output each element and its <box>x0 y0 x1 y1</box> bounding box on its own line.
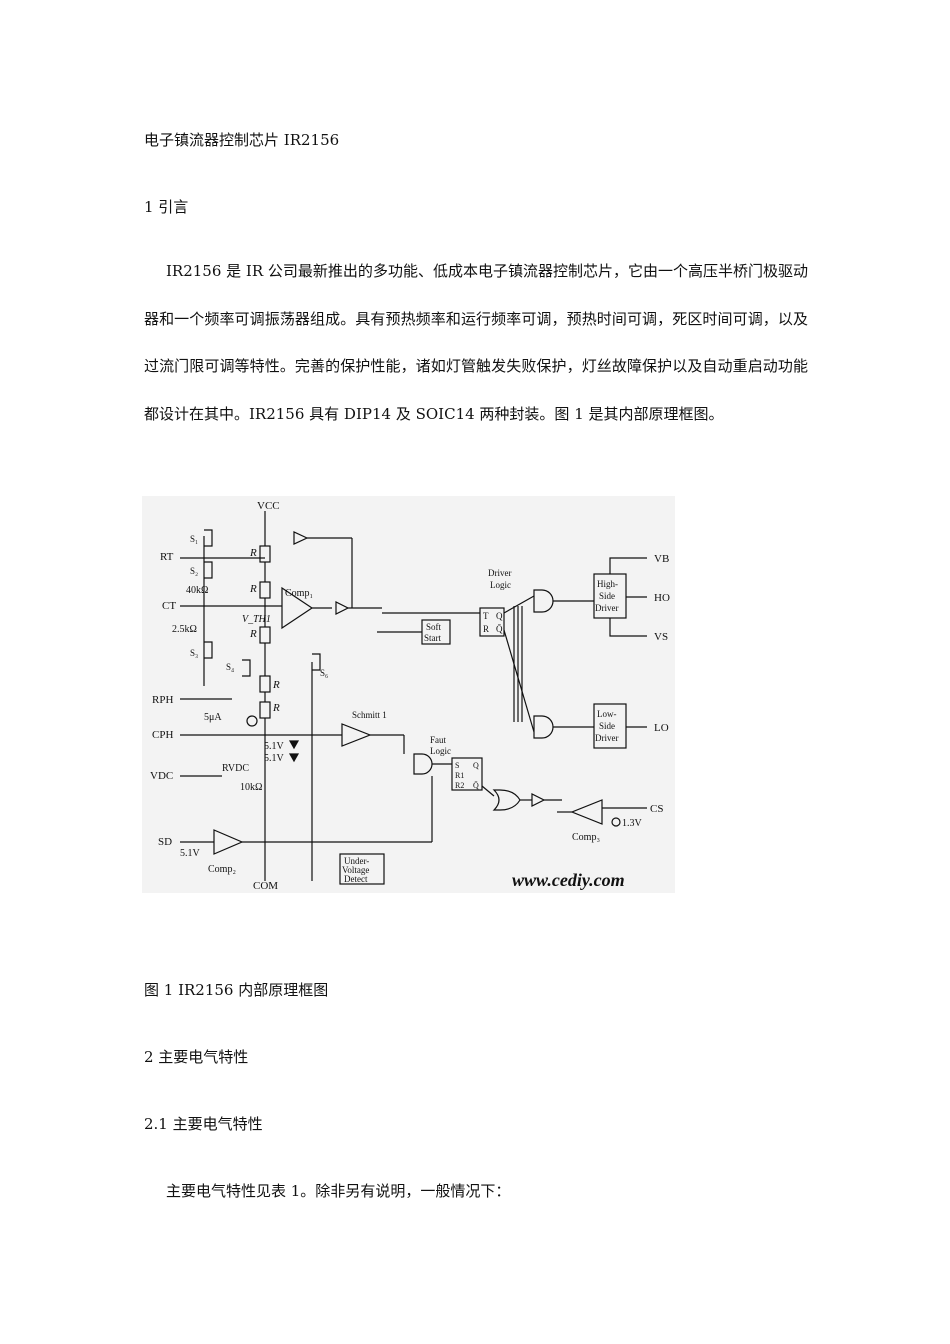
cs-ref-label: 1.3V <box>622 818 643 829</box>
lsd-label-1: Low- <box>597 709 617 719</box>
resistor-r3-label: R <box>249 628 257 640</box>
pin-rt-label: RT <box>160 551 174 563</box>
lsd-label-3: Driver <box>595 733 619 743</box>
sr-qbar-label: Q̄ <box>473 781 479 790</box>
pin-cph-label: CPH <box>152 729 173 741</box>
resistor-2-5k-label: 2.5kΩ <box>172 624 197 635</box>
hsd-label-1: High- <box>597 579 618 589</box>
pin-cs-label: CS <box>650 803 663 815</box>
resistor-r4-label: R <box>272 679 280 691</box>
pin-vb-label: VB <box>654 553 669 565</box>
sr-s-label: S <box>455 761 459 770</box>
current-source-label: 5μA <box>204 712 222 723</box>
ff-r-label: R <box>483 624 489 634</box>
resistor-10k-label: 10kΩ <box>240 782 262 793</box>
driver-logic-label-2: Logic <box>490 580 511 590</box>
switch-s2-label: S₂ <box>190 566 198 576</box>
lsd-label-2: Side <box>599 721 615 731</box>
soft-start-label-1: Soft <box>426 622 442 632</box>
resistor-r1-label: R <box>249 547 257 559</box>
pin-rph-label: RPH <box>152 694 173 706</box>
section-2-heading: 2 主要电气特性 <box>144 1048 249 1066</box>
sr-q-label: Q <box>473 761 479 770</box>
pin-sd-label: SD <box>158 836 172 848</box>
watermark-text: www.cediy.com <box>512 870 625 890</box>
zener-1-label: 5.1V <box>264 741 285 752</box>
resistor-r2-label: R <box>249 583 257 595</box>
switch-s4-label: S₄ <box>226 662 234 672</box>
fault-logic-label-2: Logic <box>430 746 451 756</box>
section-2-1-heading: 2.1 主要电气特性 <box>144 1115 263 1133</box>
ff-qbar-label: Q̄ <box>496 624 503 634</box>
comp3-label: Comp₃ <box>572 832 600 843</box>
sr-r1-label: R1 <box>455 771 464 780</box>
vth1-label: V_TH1 <box>242 614 271 625</box>
switch-s3-label: S₃ <box>190 648 198 658</box>
comp2-label: Comp₂ <box>208 864 236 875</box>
section-2-1-paragraph: 主要电气特性见表 1。除非另有说明，一般情况下： <box>166 1182 511 1200</box>
pin-vdc-label: VDC <box>150 770 173 782</box>
pin-ct-label: CT <box>162 600 176 612</box>
ff-t-label: T <box>483 611 489 621</box>
uv-label-1: Under- <box>344 856 369 866</box>
sd-ref-label: 5.1V <box>180 848 201 859</box>
com-label: COM <box>253 880 278 892</box>
section-1-heading: 1 引言 <box>144 198 189 216</box>
zener-2-label: 5.1V <box>264 753 285 764</box>
figure-caption: 图 1 IR2156 内部原理框图 <box>144 981 329 999</box>
vcc-label: VCC <box>257 500 280 512</box>
block-diagram-svg: VCC COM R R R R R RT CT RPH CPH VDC SD S… <box>150 500 670 892</box>
soft-start-label-2: Start <box>424 633 441 643</box>
pin-ho-label: HO <box>654 592 670 604</box>
resistor-40k-label: 40kΩ <box>186 585 208 596</box>
block-diagram: VCC COM R R R R R RT CT RPH CPH VDC SD S… <box>142 496 675 893</box>
hsd-label-2: Side <box>599 591 615 601</box>
switch-s6-label: S₆ <box>320 668 328 678</box>
pin-lo-label: LO <box>654 722 669 734</box>
pin-vs-label: VS <box>654 631 668 643</box>
uv-label-3: Detect <box>344 874 368 884</box>
sr-r2-label: R2 <box>455 781 464 790</box>
intro-paragraph: IR2156 是 IR 公司最新推出的多功能、低成本电子镇流器控制芯片，它由一个… <box>144 262 808 423</box>
ff-q-label: Q <box>496 611 503 621</box>
uv-label-2: Voltage <box>342 865 369 875</box>
hsd-label-3: Driver <box>595 603 619 613</box>
doc-title: 电子镇流器控制芯片 IR2156 <box>144 131 340 149</box>
comp1-label: Comp₁ <box>285 588 313 599</box>
resistor-r5-label: R <box>272 702 280 714</box>
rvdc-label: RVDC <box>222 763 249 774</box>
driver-logic-label-1: Driver <box>488 568 512 578</box>
fault-logic-label-1: Faut <box>430 735 447 745</box>
schmitt-label: Schmitt 1 <box>352 710 387 720</box>
switch-s1-label: S₁ <box>190 534 198 544</box>
